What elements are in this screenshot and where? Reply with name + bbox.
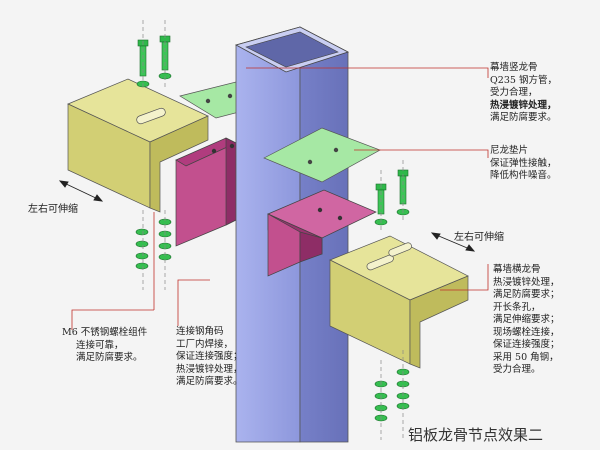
stretch-arrow-right [430,232,476,252]
leader-lines [71,67,489,330]
label-nylon-pad: 尼龙垫片 保证弹性接触， 降低构件噪音。 [490,145,557,183]
label-line: 满足防腐要求； [493,289,560,300]
label-bolt-assembly: M6 不锈钢螺栓组件 连接可靠， 满足防腐要求。 [62,327,147,365]
right-angle-steel [329,235,469,369]
label-line: Q235 钢方管， [490,74,557,86]
label-line: 热浸镀锌处理， [493,276,560,288]
label-line: 连接钢角码 [176,326,224,337]
washers-nuts-left [135,218,172,270]
label-stretch-left: 左右可伸缩 [28,204,78,215]
label-line: 工厂内焊接， [176,338,234,350]
connecting-bracket-left [175,137,237,247]
washers-nuts-right [374,368,410,422]
label-line: 采用 50 角钢， [493,351,559,363]
label-line: 保证弹性接触， [490,157,557,169]
label-angle-code: 连接钢角码 工厂内焊接， 保证连接强度； 热浸镀锌处理， 满足防腐要求。 [176,326,243,389]
label-line: 满足防腐要求。 [490,112,557,123]
label-line: 现场螺栓连接， [493,326,560,338]
label-line: 满足伸缩要求； [493,314,560,325]
label-line: 保证连接强度； [493,339,560,350]
label-line: 连接可靠， [76,339,124,351]
label-line: 幕墙竖龙骨 [490,62,538,73]
connecting-bracket-right [267,189,377,277]
label-line: 受力合理。 [493,364,541,375]
stretch-arrow-left [58,180,104,202]
label-line: M6 不锈钢螺栓组件 [62,327,148,338]
label-vertical-keel: 幕墙竖龙骨 Q235 钢方管， 受力合理， 热浸镀锌处理， 满足防腐要求。 [490,62,557,125]
label-line: 降低构件噪音。 [490,170,557,181]
label-horizontal-keel: 幕墙横龙骨 热浸镀锌处理， 满足防腐要求； 开长条孔， 满足伸缩要求； 现场螺栓… [493,264,560,377]
left-angle-steel [67,78,209,213]
label-line: 受力合理， [490,87,538,98]
diagram-caption: 铝板龙骨节点效果二 [408,426,544,444]
label-line: 开长条孔， [493,301,541,313]
label-line: 热浸镀锌处理， [490,99,557,111]
label-stretch-right: 左右可伸缩 [454,232,504,243]
bolt-upper-right-1 [374,183,388,226]
label-line: 保证连接强度； [176,351,243,362]
label-line: 热浸镀锌处理， [176,363,243,375]
label-line: 满足防腐要求。 [176,376,243,387]
axis-lines [142,20,404,440]
label-line: 尼龙垫片 [490,145,529,156]
label-line: 满足防腐要求。 [76,352,143,363]
label-line: 幕墙横龙骨 [493,264,541,275]
